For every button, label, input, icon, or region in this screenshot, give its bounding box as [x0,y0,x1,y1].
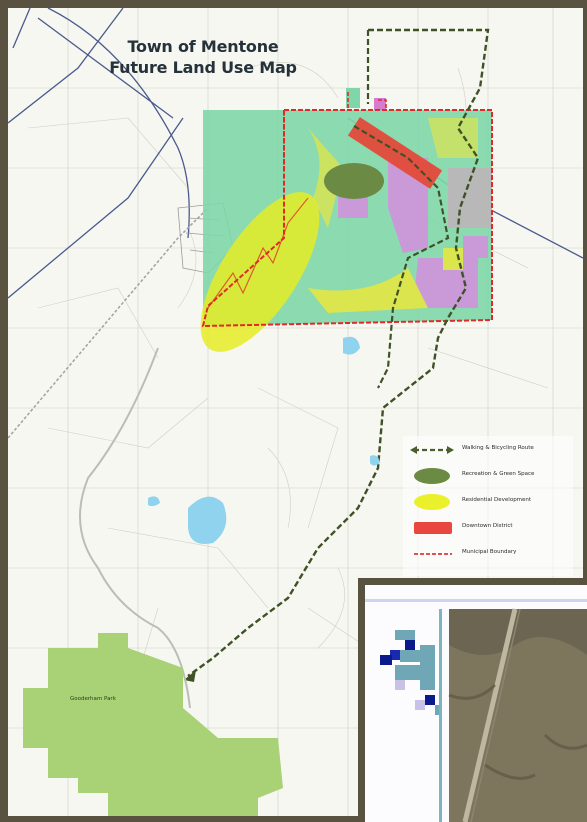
inset-divider [439,609,442,822]
legend-label: Residential Development [462,497,532,503]
dashed-arrow-icon [410,446,454,454]
legend-item-downtown[interactable]: Downtown District [408,518,578,538]
map-title: Town of Mentone Future Land Use Map [83,36,323,78]
inset-panel[interactable] [365,585,587,822]
ellipse-icon [414,494,450,510]
rect-icon [414,522,452,534]
pixel-graphic [380,630,440,715]
pond-small [148,496,160,507]
title-line-2: Future Land Use Map [109,58,297,77]
railroad [8,207,209,439]
map-canvas [8,8,583,816]
dash-line-icon [414,553,452,555]
land-use-map[interactable]: Town of Mentone Future Land Use Map Walk… [8,8,583,816]
legend-label: Municipal Boundary [462,549,517,555]
inset-canvas [365,599,587,822]
legend-item-recreation[interactable]: Recreation & Green Space [408,466,578,486]
walking-route-branch [353,30,450,389]
title-line-1: Town of Mentone [127,37,279,56]
legend-item-residential[interactable]: Residential Development [408,492,578,512]
municipal-boundary-north [347,92,387,110]
recreation-green-space[interactable] [324,163,384,199]
gooderham-park[interactable] [23,633,283,816]
pond-small [343,336,360,355]
legend-label: Downtown District [462,523,513,529]
downtown-district[interactable] [347,117,443,189]
legend-item-walking-route[interactable]: Walking & Bicycling Route [408,440,578,460]
municipal-boundary[interactable] [201,109,493,328]
residential-development-area[interactable] [178,174,342,370]
legend-label: Recreation & Green Space [462,471,535,477]
walking-bicycling-route[interactable] [187,28,490,677]
park-label: Gooderham Park [70,696,116,702]
legend-item-boundary[interactable]: Municipal Boundary [408,544,578,564]
residential-zigzag [207,197,309,309]
route-arrow-head [184,670,196,682]
lake [188,496,227,544]
pond-small [370,455,380,466]
ellipse-icon [414,468,450,484]
river [79,347,191,709]
inset-frame [358,578,587,822]
legend-label: Walking & Bicycling Route [462,445,534,451]
